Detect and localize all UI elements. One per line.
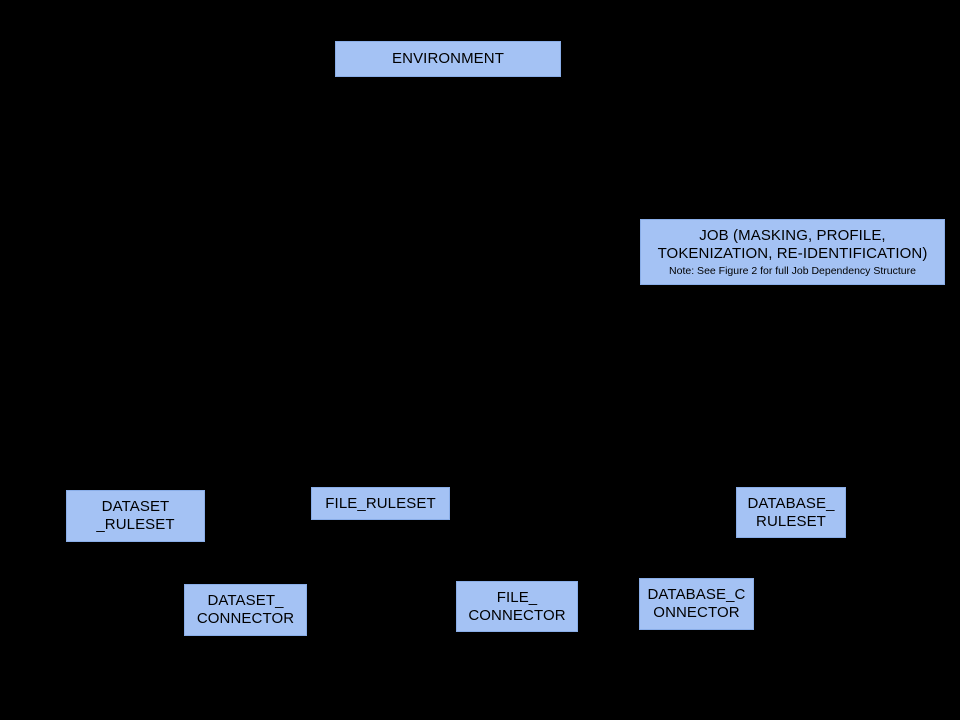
entity-job-note: Note: See Figure 2 for full Job Dependen…: [669, 264, 916, 277]
connector-environment-to-dataset-ruleset: [134, 77, 449, 490]
connector-dataset-ruleset-to-dataset-connector: [134, 542, 246, 584]
connector-database-ruleset-to-database-connector: [695, 538, 792, 578]
entity-file-ruleset-label: FILE_RULESET: [325, 494, 436, 512]
entity-dataset-connector-label: DATASET_ CONNECTOR: [196, 592, 295, 627]
entity-database-ruleset[interactable]: DATABASE_ RULESET: [736, 487, 846, 538]
entity-job[interactable]: JOB (MASKING, PROFILE, TOKENIZATION, RE-…: [640, 219, 945, 285]
connector-environment-to-job: [447, 77, 793, 219]
connector-file-ruleset-to-file-connector: [379, 520, 518, 581]
entity-job-label: JOB (MASKING, PROFILE, TOKENIZATION, RE-…: [657, 227, 928, 262]
entity-database-connector[interactable]: DATABASE_C ONNECTOR: [639, 578, 754, 630]
entity-dataset-connector[interactable]: DATASET_ CONNECTOR: [184, 584, 307, 636]
entity-file-ruleset[interactable]: FILE_RULESET: [311, 487, 450, 520]
entity-file-connector-label: FILE_ CONNECTOR: [468, 588, 566, 624]
entity-database-connector-label: DATABASE_C ONNECTOR: [647, 586, 746, 621]
connector-environment-to-file-ruleset: [379, 77, 449, 487]
entity-environment[interactable]: ENVIRONMENT: [335, 41, 561, 77]
entity-dataset-ruleset-label: DATASET _RULESET: [96, 498, 175, 533]
entity-dataset-ruleset[interactable]: DATASET _RULESET: [66, 490, 205, 542]
entity-database-ruleset-label: DATABASE_ RULESET: [747, 494, 835, 530]
entity-environment-label: ENVIRONMENT: [392, 50, 504, 68]
entity-file-connector[interactable]: FILE_ CONNECTOR: [456, 581, 578, 632]
